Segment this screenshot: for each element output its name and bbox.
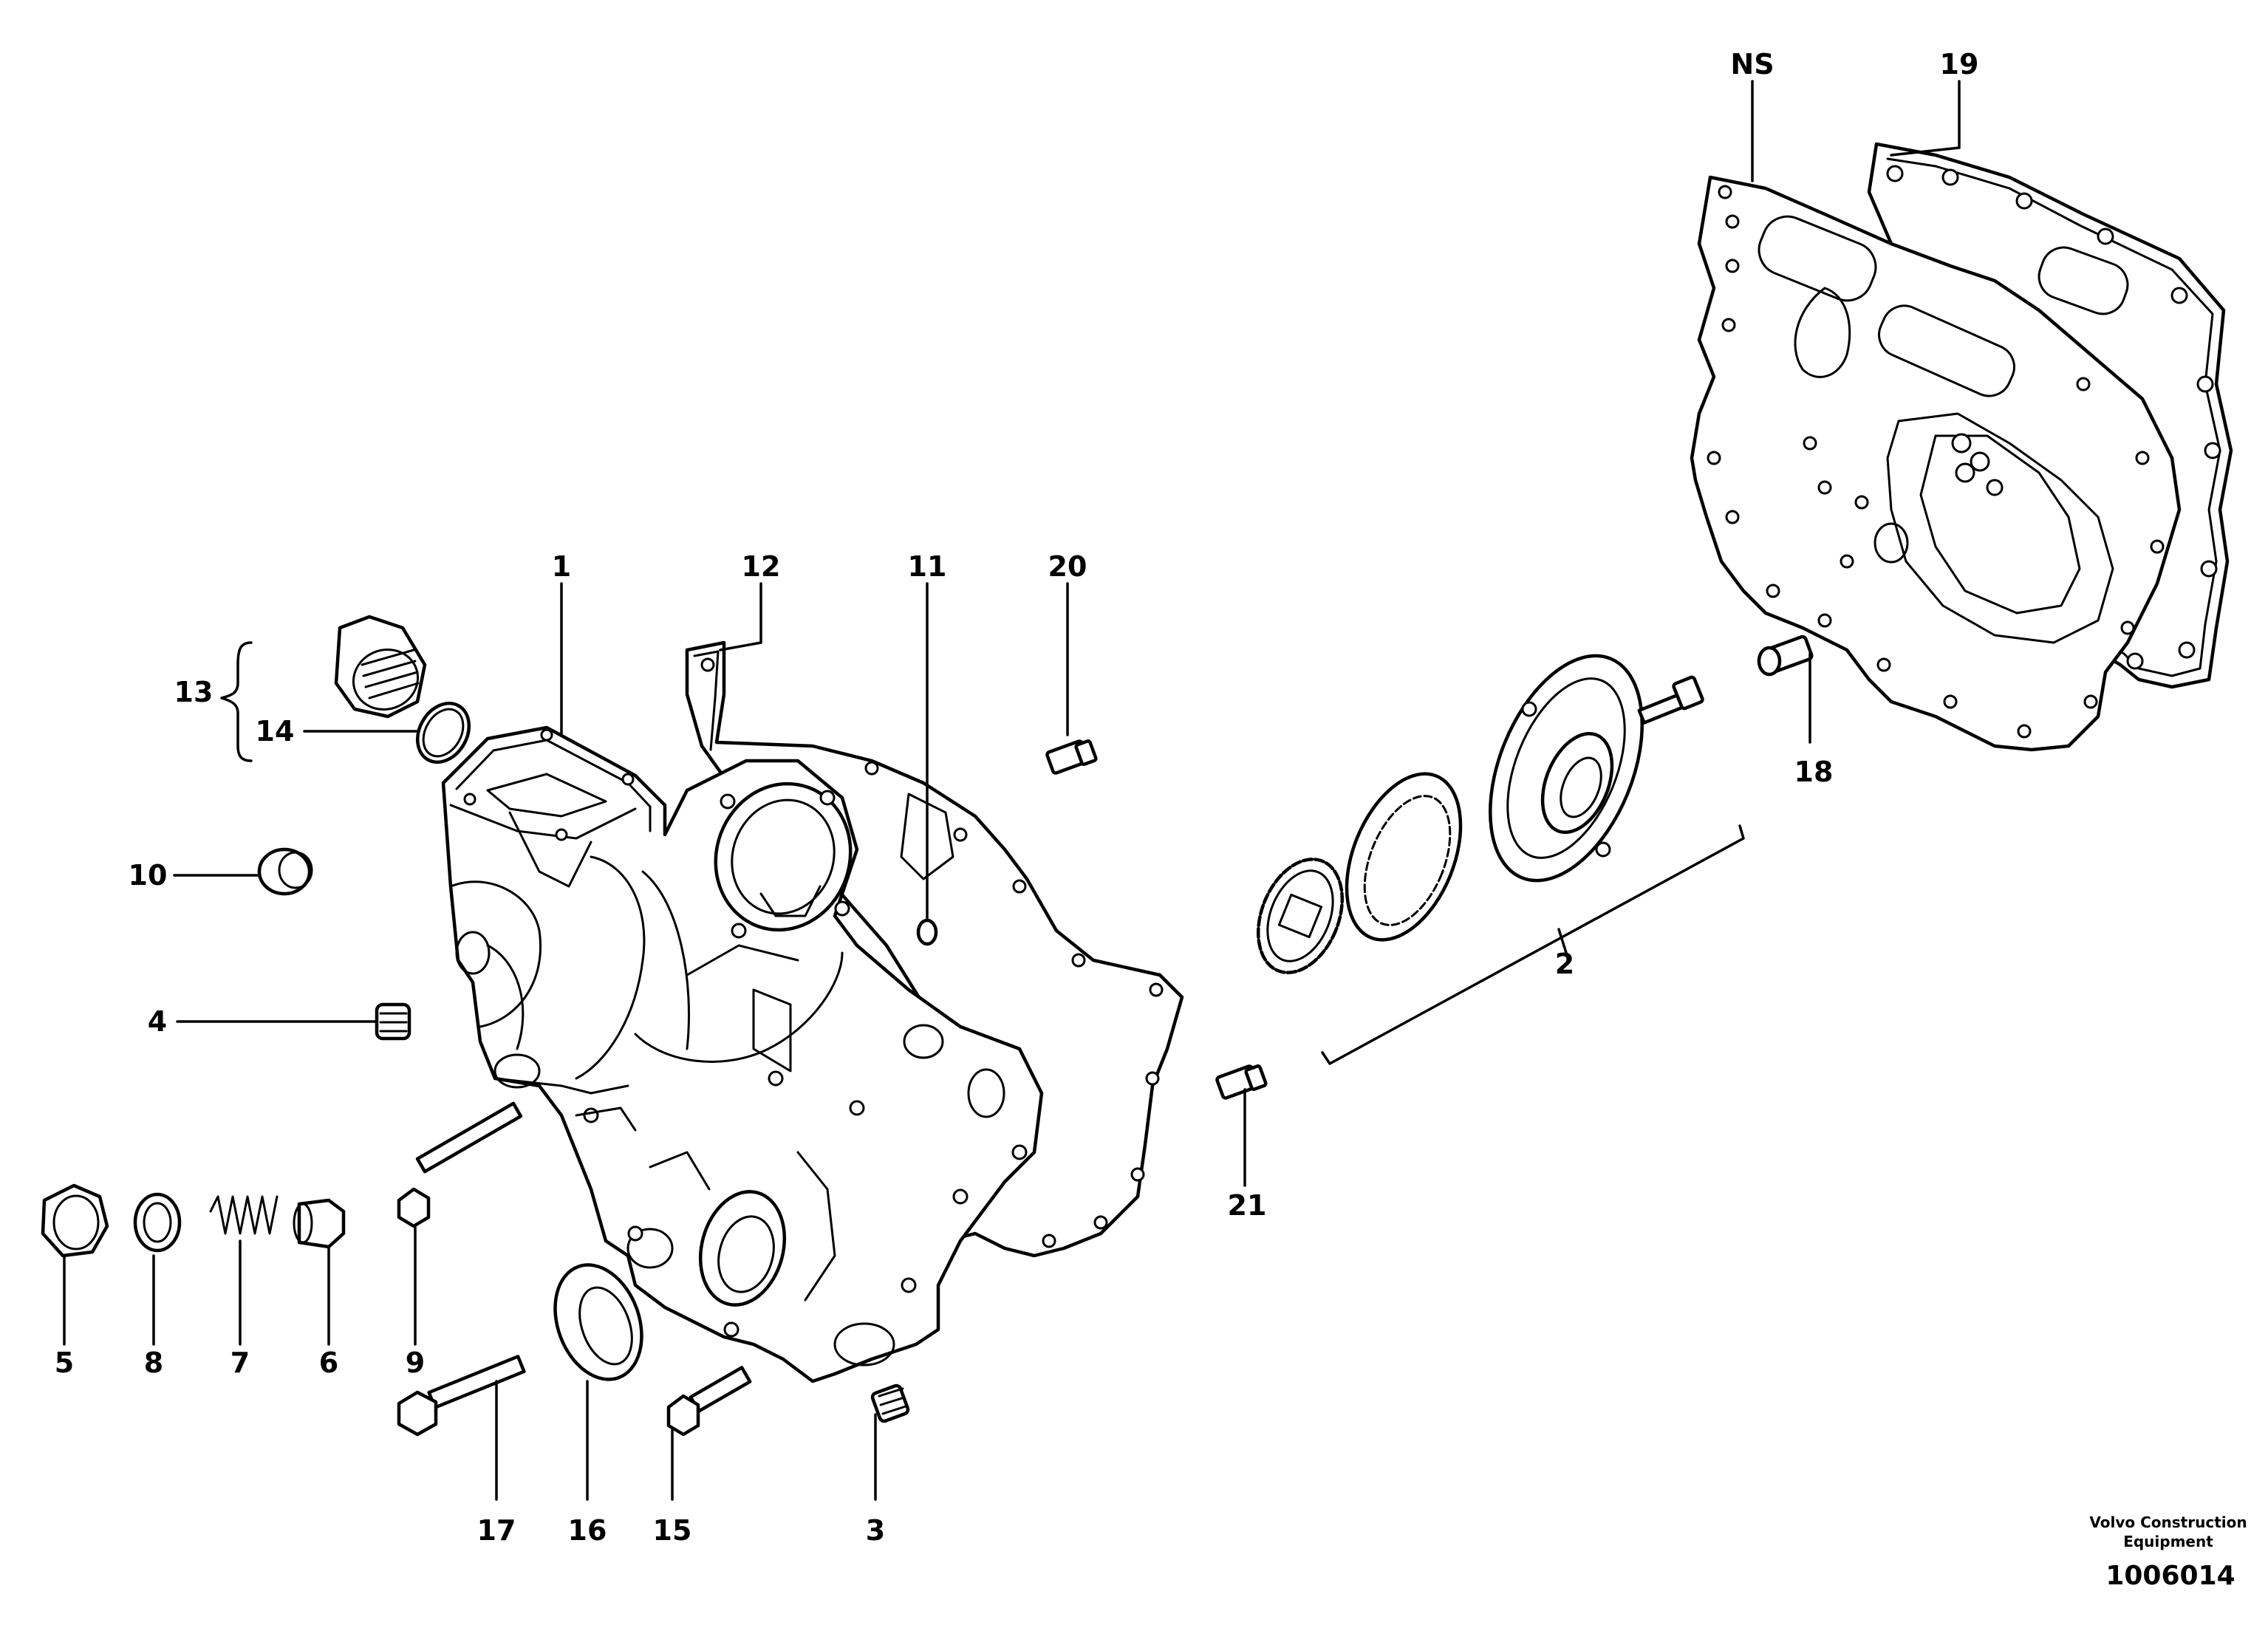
o-ring-11: [916, 918, 938, 946]
callout-17: 17: [477, 1514, 516, 1547]
oil-pump-outer-rotor: [1345, 772, 1463, 942]
bolt-18: [1757, 634, 1814, 677]
brand-line-2: Equipment: [2123, 1533, 2213, 1550]
callout-16: 16: [568, 1514, 607, 1547]
callout-11: 11: [908, 550, 947, 583]
seal-16: [553, 1263, 643, 1381]
callout-13: 13: [174, 676, 214, 708]
callout-7: 7: [230, 1347, 250, 1379]
callout-6: 6: [319, 1347, 338, 1379]
callout-19: 19: [1940, 48, 1979, 81]
bolt-21: [1215, 1064, 1268, 1100]
o-ring-14: [415, 702, 471, 764]
rear-plate-ns: [1690, 175, 2182, 752]
oil-pump-inner-gear: [1256, 858, 1345, 974]
spring-7: [209, 1195, 279, 1235]
callout-4: 4: [148, 1005, 167, 1038]
bolt-15: [666, 1366, 752, 1437]
callout-1: 1: [552, 550, 571, 583]
timing-cover-1: [441, 725, 1044, 1383]
drawing-number: 1006014: [2105, 1561, 2235, 1591]
bolt-9: [397, 1101, 523, 1228]
plug-5: [41, 1183, 109, 1258]
callout-20: 20: [1048, 550, 1087, 583]
callout-8: 8: [144, 1347, 163, 1379]
leader-lines: [63, 80, 1961, 1501]
callout-ns: NS: [1730, 48, 1774, 81]
callout-15: 15: [653, 1514, 692, 1547]
pump-bolt: [1637, 675, 1704, 725]
callout-18: 18: [1794, 756, 1834, 788]
plug-4: [375, 1002, 411, 1041]
callout-9: 9: [406, 1347, 425, 1379]
callout-2: 2: [1555, 948, 1574, 980]
callout-14: 14: [256, 715, 295, 748]
valve-6: [293, 1198, 346, 1249]
callout-3: 3: [866, 1514, 885, 1547]
bolt-17: [397, 1355, 526, 1437]
plug-3: [870, 1383, 910, 1423]
callout-21: 21: [1228, 1189, 1267, 1222]
bolt-20: [1045, 739, 1098, 775]
brand-line-1: Volvo Construction: [2089, 1513, 2247, 1531]
oil-pump-cover: [1489, 654, 1644, 883]
group-bracket-2: [1321, 824, 1745, 1065]
callout-5: 5: [55, 1347, 74, 1379]
plug-10: [257, 847, 313, 896]
filler-cap-13: [334, 615, 427, 719]
washer-8: [133, 1192, 182, 1253]
callout-10: 10: [129, 859, 168, 892]
callout-12: 12: [742, 550, 781, 583]
